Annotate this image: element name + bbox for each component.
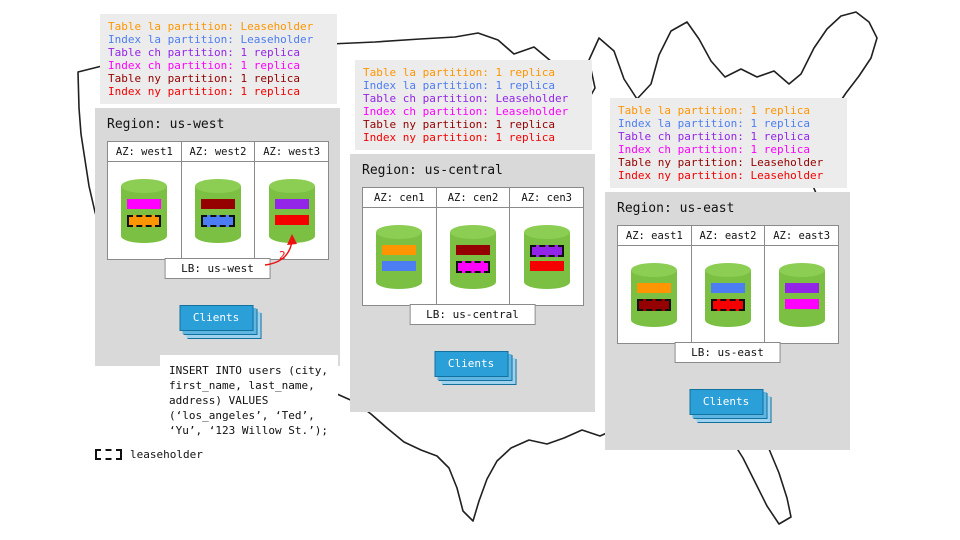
legend-line: Index ch partition: 1 replica [108, 59, 301, 72]
az-label: AZ: east3 [765, 226, 839, 246]
database-cylinder-icon [523, 224, 570, 289]
partition-bar-leaseholder [201, 214, 235, 227]
az-column: AZ: cen2 [436, 188, 511, 305]
database-cylinder-icon [195, 178, 241, 243]
az-label: AZ: cen3 [510, 188, 584, 208]
partition-bar [382, 260, 417, 271]
legend-line: Index la partition: Leaseholder [108, 33, 314, 46]
partition-bar [274, 198, 309, 209]
sql-line: address) VALUES [169, 394, 269, 407]
legend-line: Index ch partition: Leaseholder [363, 105, 569, 118]
cylinder-area [437, 208, 510, 305]
legend-line: Table ny partition: Leaseholder [618, 156, 824, 169]
az-label: AZ: west1 [108, 142, 181, 162]
partition-bar [382, 244, 417, 255]
partition-bar [456, 244, 490, 255]
cylinder-area [618, 246, 691, 343]
az-label: AZ: west3 [255, 142, 329, 162]
az-column: AZ: west1 [108, 142, 182, 259]
database-cylinder-icon [450, 224, 496, 289]
legend-line: Index ny partition: Leaseholder [618, 169, 824, 182]
partition-bar-leaseholder [529, 244, 564, 257]
clients-button: Clients [434, 351, 509, 377]
cylinder-area [363, 208, 436, 305]
az-label: AZ: west2 [181, 142, 255, 162]
database-cylinder-icon [376, 224, 423, 289]
partition-bar [711, 282, 745, 293]
partition-bar [529, 260, 564, 271]
database-cylinder-icon [778, 262, 825, 327]
database-cylinder-icon [121, 178, 168, 243]
database-cylinder-icon [631, 262, 678, 327]
database-cylinder-icon [705, 262, 751, 327]
leaseholder-dashed-swatch-icon [95, 449, 122, 460]
legend-line: Index ny partition: 1 replica [108, 85, 301, 98]
cylinder-area [765, 246, 838, 343]
az-label: AZ: east2 [691, 226, 765, 246]
legend-line: Table la partition: 1 replica [618, 104, 811, 117]
partition-bar-leaseholder [711, 298, 745, 311]
clients-button: Clients [689, 389, 764, 415]
legend-line: Index la partition: 1 replica [363, 79, 556, 92]
clients-button: Clients [179, 305, 254, 331]
cylinder-area [692, 246, 765, 343]
leaseholder-key-label: leaseholder [130, 448, 203, 461]
partition-bar [784, 282, 819, 293]
az-column: AZ: east1 [618, 226, 692, 343]
az-label: AZ: cen2 [436, 188, 510, 208]
sql-line: first_name, last_name, [169, 379, 315, 392]
az-column: AZ: cen3 [510, 188, 584, 305]
az-label: AZ: east1 [618, 226, 691, 246]
legend-line: Table la partition: 1 replica [363, 66, 556, 79]
partition-bar [784, 298, 819, 309]
sql-line: INSERT INTO users (city, [169, 364, 328, 377]
az-column: AZ: east3 [765, 226, 839, 343]
legend-line: Index la partition: 1 replica [618, 117, 811, 130]
legend-line: Table ch partition: Leaseholder [363, 92, 569, 105]
legend-line: Table ny partition: 1 replica [363, 118, 556, 131]
legend-line: Table ny partition: 1 replica [108, 72, 301, 85]
sql-line: ‘Yu’, ‘123 Willow St.’); [169, 424, 328, 437]
partition-bar-leaseholder [127, 214, 162, 227]
leaseholder-key: leaseholder [95, 448, 203, 461]
sql-line: (‘los_angeles’, ‘Ted’, [169, 409, 315, 422]
legend-line: Table ch partition: 1 replica [618, 130, 811, 143]
legend-line: Index ny partition: 1 replica [363, 131, 556, 144]
az-column: AZ: west2 [181, 142, 256, 259]
load-balancer-label: LB: us-east [674, 342, 781, 363]
partition-bar-leaseholder [637, 298, 672, 311]
load-balancer-label: LB: us-central [409, 304, 536, 325]
cylinder-area [108, 162, 181, 259]
database-cylinder-icon [268, 178, 315, 243]
cylinder-area [510, 208, 583, 305]
az-column: AZ: west3 [255, 142, 329, 259]
az-column: AZ: east2 [691, 226, 766, 343]
partition-bar-leaseholder [456, 260, 490, 273]
az-label: AZ: cen1 [363, 188, 436, 208]
cylinder-area [182, 162, 255, 259]
partition-bar [127, 198, 162, 209]
legend-line: Table ch partition: 1 replica [108, 46, 301, 59]
region-title: Region: us-east [617, 201, 735, 216]
legend-line: Index ch partition: 1 replica [618, 143, 811, 156]
legend-line: Table la partition: Leaseholder [108, 20, 314, 33]
partition-bar [637, 282, 672, 293]
az-column: AZ: cen1 [363, 188, 437, 305]
region-title: Region: us-central [362, 163, 503, 178]
load-balancer-label: LB: us-west [164, 258, 271, 279]
partition-bar [274, 214, 309, 225]
cylinder-area [255, 162, 328, 259]
sql-statement: INSERT INTO users (city, first_name, las… [160, 355, 338, 446]
region-title: Region: us-west [107, 117, 225, 132]
partition-bar [201, 198, 235, 209]
